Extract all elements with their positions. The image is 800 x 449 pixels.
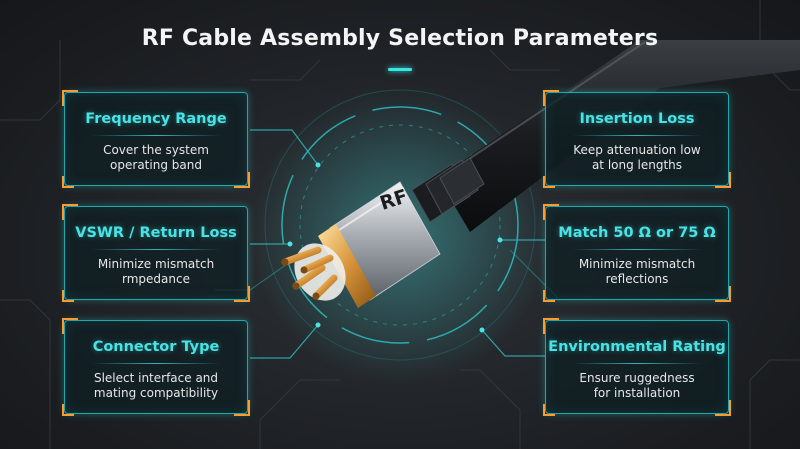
card-description-line: reflections — [605, 272, 669, 286]
card-description: Cover the system operating band — [65, 143, 247, 173]
card-title: Environmental Rating — [548, 339, 726, 355]
card-description: Minimize mismatch reflections — [546, 257, 728, 287]
page-title: RF Cable Assembly Selection Parameters — [141, 26, 659, 51]
card-insertion-loss: Insertion Loss Keep attenuation low at l… — [543, 90, 731, 188]
title-underline — [388, 68, 412, 71]
card-description-line: Ensure ruggedness — [579, 371, 695, 385]
card-description: Slelect interface and mating compatibili… — [65, 371, 247, 401]
card-divider — [91, 249, 221, 250]
card-description-line: Slelect interface and — [93, 371, 219, 385]
card-environmental-rating: Environmental Rating Ensure ruggedness f… — [543, 318, 731, 416]
card-description-line: operating band — [110, 158, 202, 172]
card-divider — [91, 135, 221, 136]
card-title: Match 50 Ω or 75 Ω — [558, 225, 716, 241]
card-divider — [572, 249, 702, 250]
card-description-line: Minimize mismatch — [97, 257, 215, 271]
target-rings — [264, 89, 536, 361]
card-divider — [572, 363, 702, 364]
card-description-line: Keep attenuation low — [573, 143, 701, 157]
card-vswr-return-loss: VSWR / Return Loss Minimize mismatch rmp… — [62, 204, 250, 302]
card-description: Minimize mismatch rmpedance — [65, 257, 247, 287]
card-description-line: Cover the system — [103, 143, 209, 157]
card-title: Connector Type — [92, 339, 220, 355]
card-description-line: for installation — [593, 386, 681, 400]
card-description-line: at long lengths — [591, 158, 683, 172]
card-title: VSWR / Return Loss — [75, 225, 237, 241]
card-title: Insertion Loss — [579, 111, 695, 127]
card-divider — [572, 135, 702, 136]
card-frequency-range: Frequency Range Cover the system operati… — [62, 90, 250, 188]
line-nodes — [287, 157, 503, 333]
card-description-line: rmpedance — [122, 272, 190, 286]
rf-cable-illustration — [281, 40, 800, 308]
card-description-line: Minimize mismatch — [578, 257, 696, 271]
card-title: Frequency Range — [85, 111, 227, 127]
card-description-line: mating compatibility — [93, 386, 219, 400]
card-description: Keep attenuation low at long lengths — [546, 143, 728, 173]
card-impedance-match: Match 50 Ω or 75 Ω Minimize mismatch ref… — [543, 204, 731, 302]
card-divider — [91, 363, 221, 364]
card-connector-type: Connector Type Slelect interface and mat… — [62, 318, 250, 416]
card-description: Ensure ruggedness for installation — [546, 371, 728, 401]
